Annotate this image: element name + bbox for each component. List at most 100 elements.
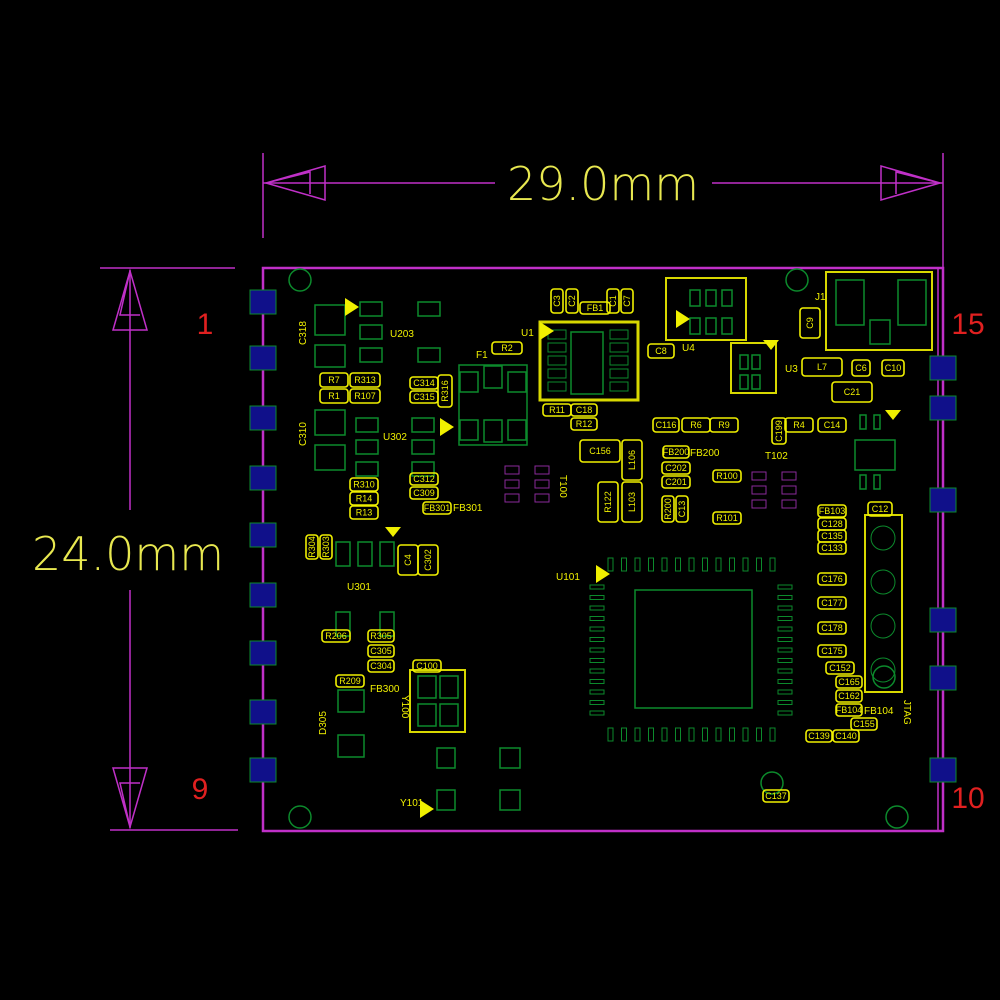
- label-y101: Y101: [400, 798, 424, 809]
- component-r206: R206: [321, 629, 351, 643]
- copper-pad: [379, 541, 395, 567]
- refdes-c178: C178: [821, 623, 843, 633]
- component-c305: C305: [367, 644, 395, 658]
- edge-pad: [249, 522, 277, 548]
- component-fb104: FB104: [835, 703, 863, 717]
- copper-pad: [379, 611, 395, 637]
- ic-pin: [777, 605, 793, 611]
- label-fb104: FB104: [864, 706, 894, 717]
- refdes-c199: C199: [774, 420, 784, 442]
- component-fb103: FB103: [817, 504, 847, 518]
- copper-pad: [335, 611, 351, 637]
- component-c9: C9: [799, 307, 821, 339]
- component-c137: C137: [762, 789, 790, 803]
- refdes-c156: C156: [589, 446, 611, 456]
- ic-pin: [688, 727, 695, 742]
- copper-pad: [459, 419, 479, 441]
- label-u301: U301: [347, 582, 371, 593]
- ic-pin: [589, 679, 605, 684]
- ic-pin: [769, 557, 776, 572]
- component-r107: R107: [349, 388, 381, 404]
- ic-pin: [589, 584, 605, 590]
- refdes-c6: C6: [855, 363, 867, 373]
- refdes-r1: R1: [328, 391, 340, 401]
- component-c7: C7: [620, 288, 634, 314]
- pin1-marker-icon: [385, 527, 401, 537]
- copper-pad: [411, 417, 435, 433]
- ic-pin: [621, 727, 627, 742]
- mounting-hole: [760, 771, 784, 795]
- ic-pin: [609, 381, 629, 392]
- label-u203: U203: [390, 329, 414, 340]
- copper-pad: [337, 689, 365, 713]
- mounting-hole: [785, 268, 809, 292]
- component-c302: C302: [417, 544, 439, 576]
- ic-pin: [777, 668, 793, 674]
- ic-pin: [751, 485, 767, 495]
- refdes-r206: R206: [325, 631, 347, 641]
- copper-pad: [337, 734, 365, 758]
- pin1-marker-icon: [885, 410, 901, 420]
- pin1-marker-icon: [596, 565, 610, 583]
- ic-pin: [781, 499, 797, 509]
- ic-pin: [589, 637, 605, 642]
- copper-pad: [436, 789, 456, 811]
- refdes-r4: R4: [793, 420, 805, 430]
- component-c1: C1: [606, 288, 620, 314]
- copper-pad: [355, 417, 379, 433]
- edge-pad: [929, 757, 957, 783]
- refdes-r100: R100: [716, 471, 738, 481]
- copper-pad: [417, 301, 441, 317]
- refdes-r304: R304: [307, 536, 317, 558]
- ic-pin: [742, 557, 749, 572]
- refdes-c7: C7: [622, 295, 632, 307]
- ic-pin: [781, 485, 797, 495]
- ic-pin: [675, 557, 681, 572]
- refdes-r303: R303: [321, 536, 331, 558]
- ic-pin: [777, 584, 793, 590]
- component-r303: R303: [319, 534, 333, 560]
- pin-label-10: 10: [951, 782, 984, 815]
- ic-pin: [756, 557, 762, 572]
- refdes-r316: R316: [440, 380, 450, 402]
- copper-pad: [873, 474, 881, 490]
- refdes-r13: R13: [356, 508, 373, 518]
- copper-pad: [507, 419, 527, 441]
- component-c201: C201: [661, 475, 691, 489]
- footprints: [409, 271, 933, 733]
- refdes-c302: C302: [423, 549, 433, 571]
- refdes-r14: R14: [356, 494, 373, 504]
- edge-pad: [249, 465, 277, 491]
- refdes-c162: C162: [838, 691, 860, 701]
- pin-label-15: 15: [951, 308, 984, 341]
- copper-pad: [355, 461, 379, 477]
- component-r7: R7: [319, 372, 349, 388]
- label-t102: T102: [765, 451, 788, 462]
- ic-pin: [589, 668, 605, 674]
- component-r304: R304: [305, 534, 319, 560]
- component-r6: R6: [681, 417, 711, 433]
- component-fb301: FB301: [422, 501, 452, 515]
- label-t100: T100: [557, 475, 568, 498]
- refdes-c140: C140: [835, 731, 857, 741]
- copper-pad: [499, 789, 521, 811]
- refdes-c100: C100: [416, 661, 438, 671]
- pin1-marker-icon: [540, 322, 554, 340]
- copper-pad: [436, 747, 456, 769]
- component-c6: C6: [851, 359, 871, 377]
- label-u302: U302: [383, 432, 407, 443]
- refdes-c12: C12: [872, 504, 889, 514]
- component-c309: C309: [409, 486, 439, 500]
- component-c312: C312: [409, 472, 439, 486]
- component-c177: C177: [817, 596, 847, 610]
- copper-pad: [859, 474, 867, 490]
- refdes-c128: C128: [821, 519, 843, 529]
- pin1-marker-icon: [676, 310, 690, 328]
- refdes-c2: C2: [567, 295, 577, 307]
- label-c318: C318: [298, 321, 309, 345]
- copper-pad: [689, 289, 701, 307]
- component-l106: L106: [621, 439, 643, 481]
- copper-pad: [721, 317, 733, 335]
- component-c156: C156: [579, 439, 621, 463]
